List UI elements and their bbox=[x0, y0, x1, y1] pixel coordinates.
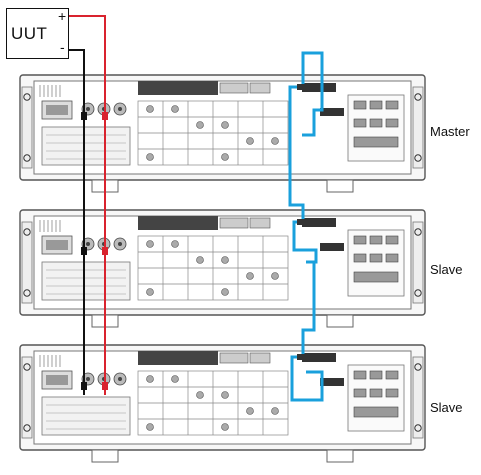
instrument-rear-panel bbox=[19, 344, 426, 463]
uut-minus-terminal: - bbox=[60, 39, 65, 55]
parallel-link-cable bbox=[288, 51, 324, 402]
unit-label-slave-1: Slave bbox=[430, 262, 463, 277]
negative-wire bbox=[68, 49, 85, 395]
unit-label-master: Master bbox=[430, 124, 470, 139]
positive-wire bbox=[68, 15, 106, 395]
unit-label-slave-2: Slave bbox=[430, 400, 463, 415]
uut-plus-terminal: + bbox=[58, 8, 67, 24]
uut-box: UUT + - bbox=[6, 8, 69, 59]
instrument-rear-panel bbox=[19, 74, 426, 193]
instrument-rear-panel bbox=[19, 209, 426, 328]
uut-label: UUT bbox=[11, 24, 48, 43]
